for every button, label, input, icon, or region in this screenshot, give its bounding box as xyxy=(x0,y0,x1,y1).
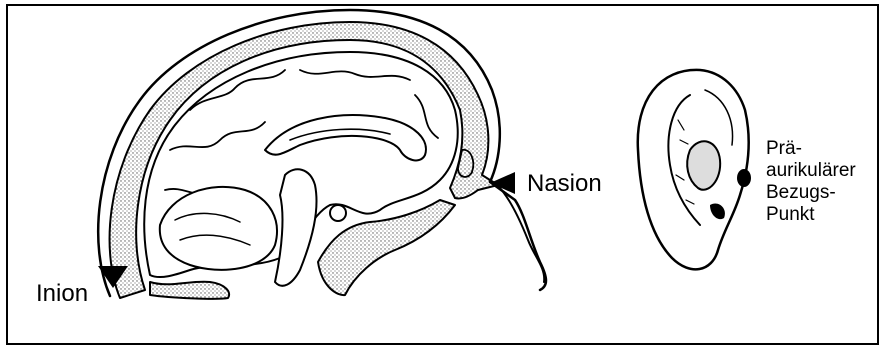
preauricular-label: Prä- aurikulärer Bezugs- Punkt xyxy=(766,138,856,226)
nasion-label: Nasion xyxy=(527,170,602,198)
inion-label: Inion xyxy=(36,280,88,308)
preauricular-line-3: Bezugs- xyxy=(766,182,856,204)
preauricular-point xyxy=(737,169,751,187)
head-section xyxy=(98,10,546,299)
ear-drawing xyxy=(638,70,751,269)
ear-concha xyxy=(687,141,720,189)
preauricular-line-2: aurikulärer xyxy=(766,160,856,182)
preauricular-line-4: Punkt xyxy=(766,204,856,226)
preauricular-line-1: Prä- xyxy=(766,138,856,160)
face-profile xyxy=(498,186,544,282)
